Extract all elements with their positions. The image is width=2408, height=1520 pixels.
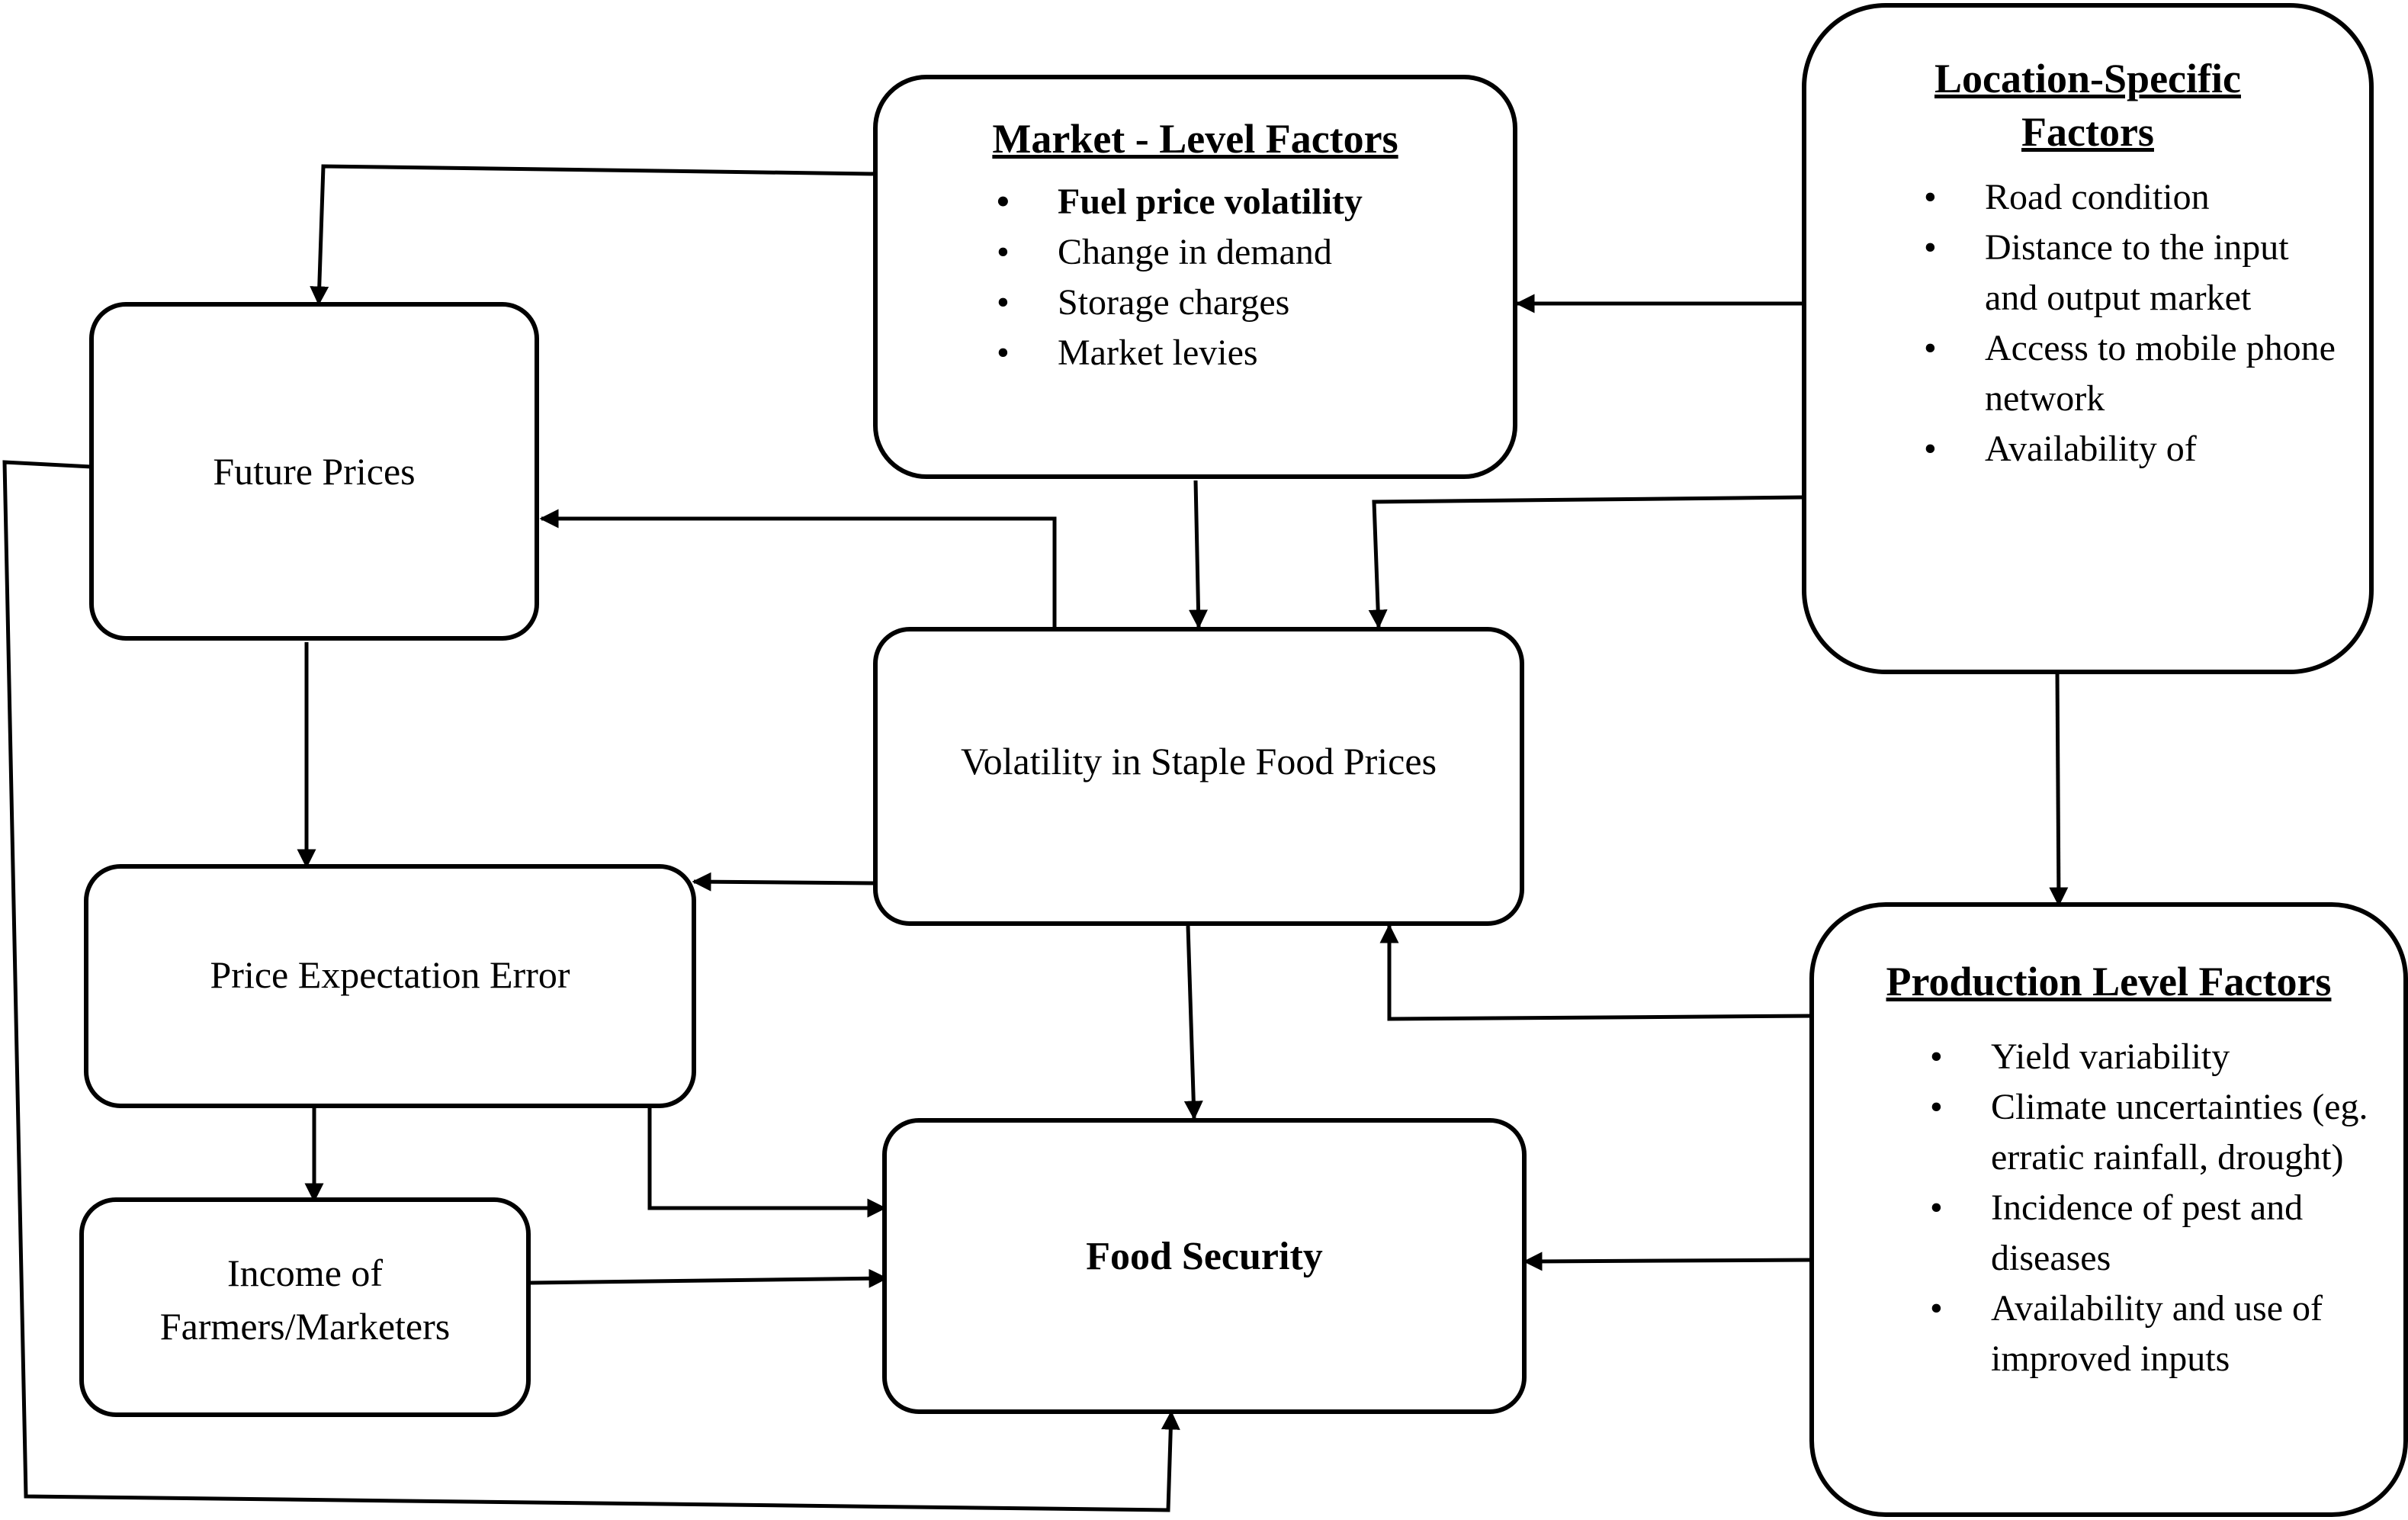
list-item: Road condition [1899, 172, 2346, 223]
market-level-factors-box: Market - Level Factors Fuel price volati… [873, 75, 1517, 479]
arrow-price-error-to-food-security [647, 1107, 887, 1218]
list-item: Distance to the input and output market [1899, 223, 2346, 323]
production-level-factors-box: Production Level Factors Yield variabili… [1809, 902, 2408, 1517]
location-title-line2: Factors [2021, 109, 2154, 155]
list-item: Fuel price volatility [972, 177, 1513, 227]
arrow-location-to-volatility [1368, 495, 1805, 629]
list-item: Availability of community-based storage … [1899, 424, 2346, 483]
production-factors-list: Yield variability Climate uncertainties … [1814, 1032, 2403, 1384]
list-item: Yield variability [1906, 1032, 2376, 1082]
arrow-volatility-to-future-prices [539, 509, 1057, 628]
list-item: Climate uncertainties (eg. erratic rainf… [1906, 1082, 2376, 1183]
location-factors-title: Location-Specific Factors [1806, 52, 2369, 159]
arrow-volatility-to-food-security [1183, 925, 1203, 1120]
location-factors-list: Road condition Distance to the input and… [1806, 172, 2369, 483]
arrow-future-prices-to-food-security [2, 460, 1180, 1512]
future-prices-box: Future Prices [89, 302, 539, 641]
list-item: Change in demand [972, 227, 1513, 278]
arrow-production-to-volatility [1379, 924, 1814, 1021]
arrow-location-to-production [2049, 670, 2069, 907]
price-expectation-error-box: Price Expectation Error [84, 864, 696, 1108]
volatility-box: Volatility in Staple Food Prices [873, 627, 1524, 926]
market-factors-title: Market - Level Factors [992, 116, 1398, 162]
arrow-market-to-volatility [1189, 480, 1209, 629]
list-item: Market levies [972, 328, 1513, 378]
price-expectation-error-label: Price Expectation Error [210, 953, 570, 996]
food-security-label: Food Security [1086, 1235, 1323, 1278]
arrow-market-to-future-prices [310, 164, 876, 306]
food-security-box: Food Security [882, 1118, 1527, 1414]
production-factors-title: Production Level Factors [1886, 959, 2332, 1004]
list-item: Access to mobile phone network [1899, 323, 2346, 424]
income-box: Income of Farmers/Marketers [79, 1197, 531, 1417]
future-prices-label: Future Prices [213, 450, 416, 493]
arrow-production-to-food-security [1523, 1252, 1812, 1271]
location-specific-factors-box: Location-Specific Factors Road condition… [1802, 3, 2374, 674]
arrow-income-to-food-security [530, 1268, 888, 1288]
market-factors-list: Fuel price volatility Change in demand S… [878, 177, 1513, 378]
volatility-label: Volatility in Staple Food Prices [960, 740, 1437, 782]
location-title-line1: Location-Specific [1934, 56, 2241, 101]
list-item: Incidence of pest and diseases [1906, 1183, 2376, 1284]
list-item: Storage charges [972, 278, 1513, 328]
income-label-line2: Farmers/Marketers [159, 1305, 451, 1348]
list-item: Availability and use of improved inputs [1906, 1284, 2376, 1384]
income-label-line1: Income of [226, 1252, 384, 1294]
arrow-volatility-to-price-error [692, 872, 876, 892]
